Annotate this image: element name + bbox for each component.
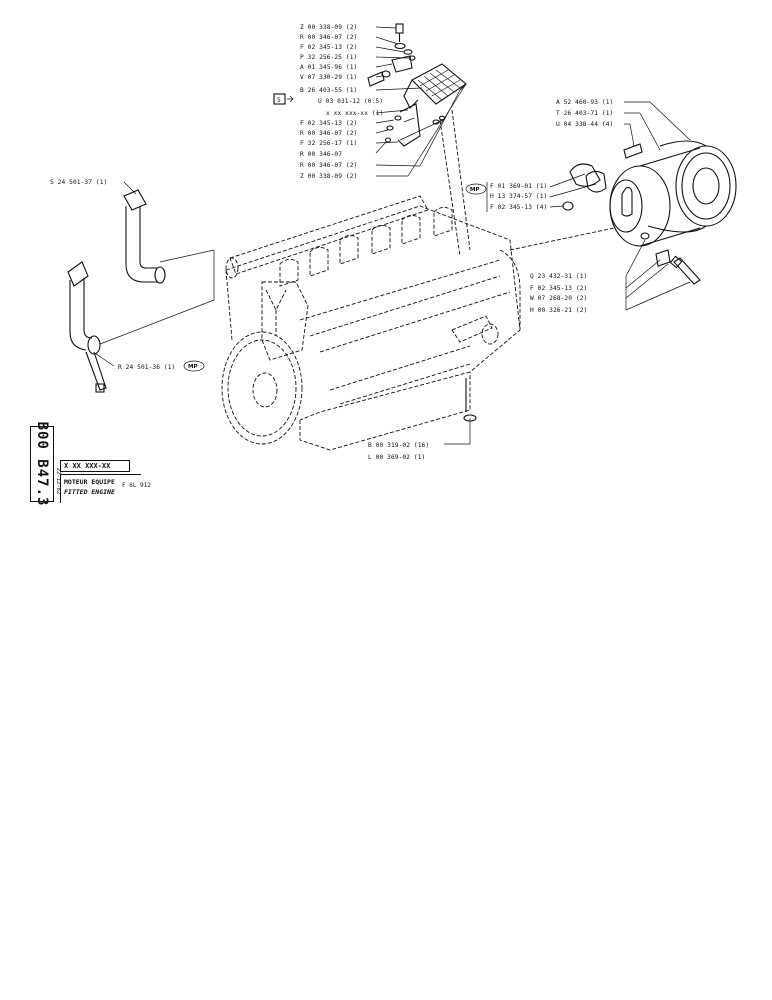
part-code: V 07 330-29 (1) bbox=[300, 74, 357, 81]
part-code: A 01 345-96 (1) bbox=[300, 64, 357, 71]
part-code: U 03 031-12 (0.5) bbox=[318, 98, 383, 105]
engine-block-illustration bbox=[221, 109, 615, 451]
part-code: R 00 346-07 bbox=[300, 151, 342, 158]
part-code: F 02 345-13 (2) bbox=[300, 44, 357, 51]
mp-badge-text: MP bbox=[188, 364, 198, 370]
exploded-engine-drawing: Z 00 338-09 (2) R 00 346-07 (2) F 02 345… bbox=[50, 23, 737, 461]
part-code: R 00 346-07 (2) bbox=[300, 34, 357, 41]
reference-box-5: 5 bbox=[273, 93, 294, 105]
part-code: x xx xxx-xx (1) bbox=[326, 110, 383, 117]
part-code: F 02 345-13 (4) bbox=[490, 204, 547, 211]
plate-code-box: B00 B47.3 bbox=[30, 422, 54, 506]
serial-number-box: X XX XXX-XX bbox=[60, 460, 130, 472]
part-code: B 26 403-55 (1) bbox=[300, 87, 357, 94]
title-french: MOTEUR EQUIPE bbox=[64, 478, 115, 486]
part-code: R 00 346-07 (2) bbox=[300, 162, 357, 169]
part-code: P 32 256-25 (1) bbox=[300, 54, 357, 61]
right-top-parts-list: A 52 460-93 (1) T 26 403-71 (1) U 04 338… bbox=[556, 99, 613, 128]
part-code: F 02 345-13 (2) bbox=[300, 120, 357, 127]
top-leader-lines bbox=[375, 26, 423, 177]
part-code: Z 00 338-09 (2) bbox=[300, 24, 357, 31]
title-block-frame bbox=[60, 474, 141, 503]
bottom-parts-list: B 00 319-02 (16) L 00 369-02 (1) bbox=[368, 442, 429, 461]
part-code: F 01 369-01 (1) bbox=[490, 183, 547, 190]
exhaust-pipes-illustration bbox=[67, 181, 215, 393]
bracket-assembly-illustration bbox=[367, 23, 467, 177]
blower-housing-illustration bbox=[562, 140, 737, 285]
part-code: U 04 338-44 (4) bbox=[556, 121, 613, 128]
mp-badge-text: MP bbox=[470, 187, 480, 193]
part-code: F 02 345-13 (2) bbox=[530, 285, 587, 292]
reference-box-label: 5 bbox=[277, 97, 281, 104]
part-code: H 13 374-57 (1) bbox=[490, 193, 547, 200]
part-code-upper-pipe: S 24 501-37 (1) bbox=[50, 179, 107, 186]
part-code: A 52 460-93 (1) bbox=[556, 99, 613, 106]
middle-parts-list: F 01 369-01 (1) H 13 374-57 (1) F 02 345… bbox=[490, 183, 547, 211]
part-code: F 32 256-17 (1) bbox=[300, 140, 357, 147]
right-lower-parts-list: Q 23 432-31 (1) F 02 345-13 (2) W 07 268… bbox=[530, 273, 587, 314]
part-code: T 26 403-71 (1) bbox=[556, 110, 613, 117]
part-code: B 00 319-02 (16) bbox=[368, 442, 429, 449]
part-code: L 00 369-02 (1) bbox=[368, 454, 425, 461]
mp-badge-left: MP bbox=[183, 360, 205, 372]
top-parts-list: Z 00 338-09 (2) R 00 346-07 (2) F 02 345… bbox=[300, 24, 383, 180]
part-code: W 07 268-20 (2) bbox=[530, 295, 587, 302]
mp-badge-middle: MP bbox=[465, 183, 487, 195]
title-english: FITTED ENGINE bbox=[64, 488, 115, 496]
part-code: Q 23 432-31 (1) bbox=[530, 273, 587, 280]
engine-model: F 6L 912 bbox=[122, 482, 151, 489]
part-code: H 00 326-21 (2) bbox=[530, 307, 587, 314]
part-code-lower-pipe: R 24 501-36 (1) bbox=[118, 364, 175, 371]
right-leader-lines bbox=[549, 101, 691, 311]
plate-code: B00 B47.3 bbox=[34, 421, 50, 507]
part-code: Z 00 338-09 (2) bbox=[300, 173, 357, 180]
part-code: R 00 346-07 (2) bbox=[300, 130, 357, 137]
